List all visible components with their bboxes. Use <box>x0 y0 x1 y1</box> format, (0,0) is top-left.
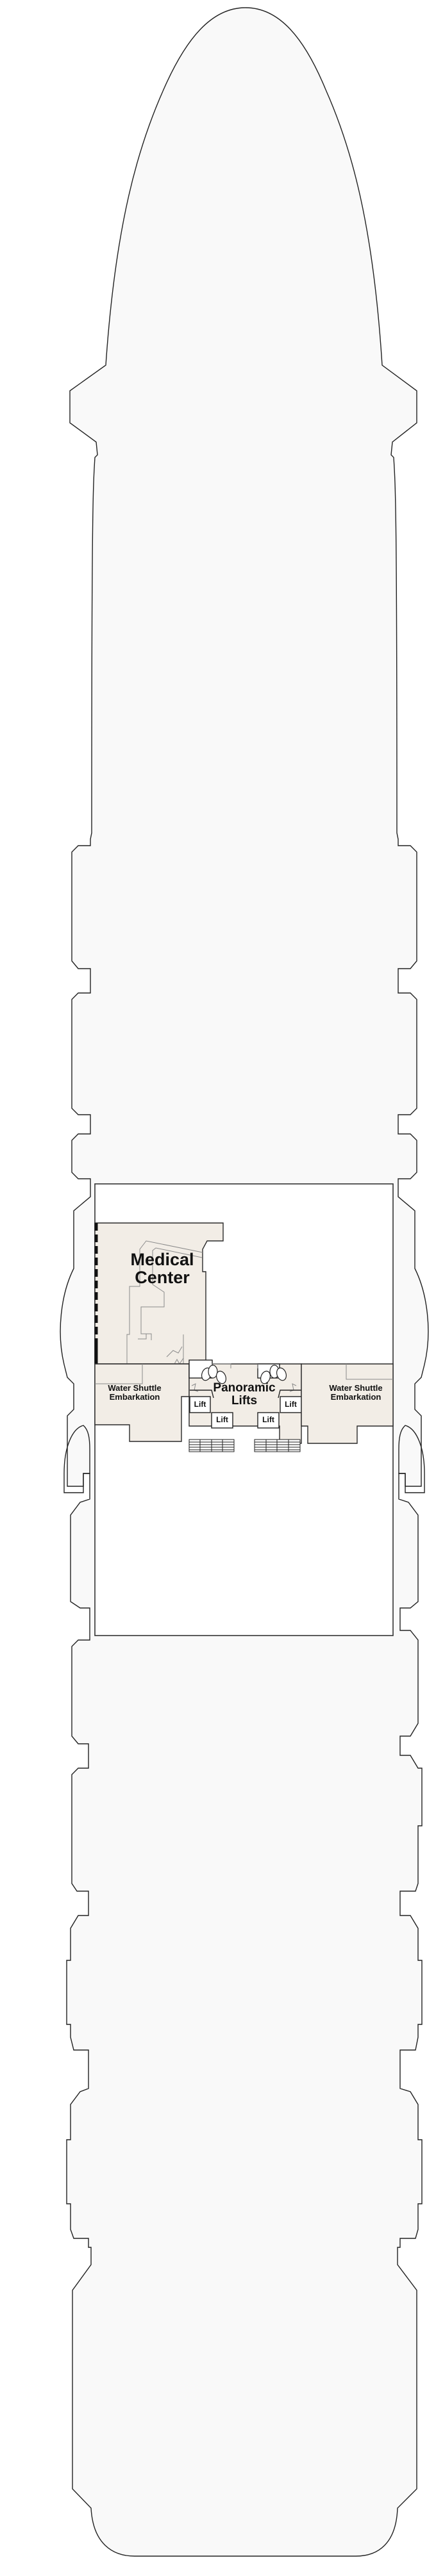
water-shuttle-starboard-area <box>301 1363 394 1444</box>
medical-center-label: Medical Center <box>114 1251 210 1287</box>
water-shuttle-port-label: Water Shuttle Embarkation <box>96 1384 173 1401</box>
water-shuttle-port-line2: Embarkation <box>109 1391 160 1402</box>
lift-label-2[interactable]: Lift <box>216 1415 228 1424</box>
medical-center-label-line1: Medical <box>130 1250 194 1269</box>
stairs-icon <box>189 1439 301 1452</box>
lift-box-4[interactable] <box>280 1396 302 1413</box>
lift-box-1[interactable] <box>189 1396 211 1413</box>
water-shuttle-starboard-line2: Embarkation <box>330 1391 382 1402</box>
door-swing-icon <box>289 1383 297 1392</box>
lift-label-4[interactable]: Lift <box>285 1400 297 1409</box>
water-shuttle-starboard-inner <box>346 1364 393 1380</box>
lift-box-3[interactable] <box>257 1412 280 1429</box>
lift-box-2[interactable] <box>211 1412 233 1429</box>
panoramic-lift-cars-right <box>260 1365 287 1384</box>
water-shuttle-port-line1: Water Shuttle <box>108 1383 162 1393</box>
medical-center-label-line2: Center <box>135 1268 190 1288</box>
lift-lobby-walls <box>190 1390 301 1399</box>
medical-interior-walls <box>126 1240 203 1364</box>
panoramic-lifts-line1: Panoramic <box>213 1381 276 1395</box>
water-shuttle-starboard-line1: Water Shuttle <box>329 1383 383 1393</box>
door-swing-icon <box>191 1383 199 1392</box>
lift-label-3[interactable]: Lift <box>262 1415 274 1424</box>
lobby-top-notch-left <box>212 1363 231 1368</box>
panoramic-lifts-label: Panoramic Lifts <box>208 1382 280 1407</box>
lift-label-1[interactable]: Lift <box>194 1400 206 1409</box>
door-swing-icon <box>166 1346 184 1365</box>
panoramic-lifts-line2: Lifts <box>231 1393 258 1407</box>
starboard-tender-bay-outline <box>398 1425 425 1493</box>
port-tender-bay-outline <box>63 1425 90 1493</box>
water-shuttle-port-inner <box>95 1364 143 1384</box>
water-shuttle-starboard-label: Water Shuttle Embarkation <box>317 1384 394 1401</box>
panoramic-lift-cars-left <box>201 1365 227 1384</box>
medical-center-area <box>94 1222 224 1365</box>
